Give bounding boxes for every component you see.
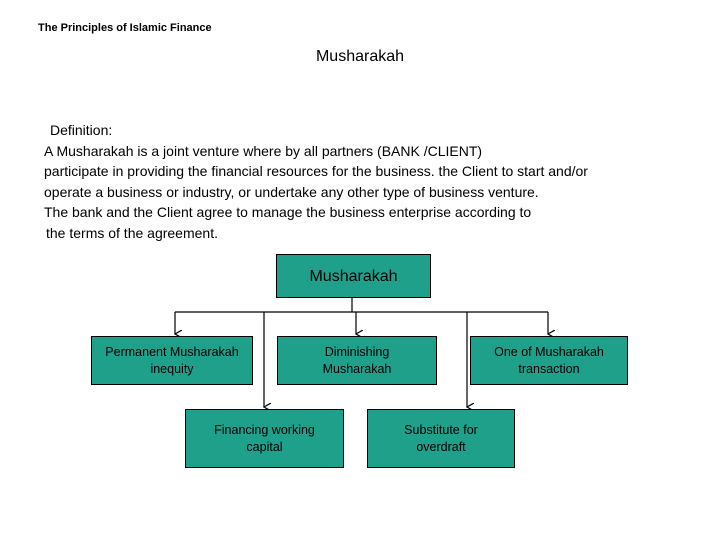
- definition-line: Definition:: [50, 122, 113, 138]
- definition-line: A Musharakah is a joint venture where by…: [44, 142, 483, 159]
- node-label: Financing working capital: [214, 422, 315, 454]
- definition-line: The bank and the Client agree to manage …: [44, 204, 532, 220]
- root-node-musharakah: Musharakah: [276, 254, 431, 298]
- slide-title: Musharakah: [315, 48, 405, 65]
- node-diminishing-musharakah: Diminishing Musharakah: [277, 336, 437, 385]
- node-one-of-musharakah-transaction: One of Musharakah transaction: [470, 336, 628, 385]
- definition-line: the terms of the agreement.: [46, 224, 218, 241]
- header-title: The Principles of Islamic Finance: [38, 22, 212, 34]
- definition-line: participate in providing the financial r…: [44, 163, 588, 179]
- definition-text: Definition: A Musharakah is a joint vent…: [44, 120, 704, 243]
- definition-line: operate a business or industry, or under…: [44, 183, 539, 200]
- node-permanent-musharakah: Permanent Musharakah inequity: [91, 336, 253, 385]
- root-node-label: Musharakah: [309, 267, 398, 285]
- node-label: One of Musharakah transaction: [494, 344, 604, 376]
- node-label: Permanent Musharakah inequity: [105, 344, 239, 376]
- node-financing-working-capital: Financing working capital: [185, 409, 344, 468]
- node-label: Diminishing Musharakah: [322, 344, 392, 376]
- node-label: Substitute for overdraft: [404, 422, 478, 454]
- node-substitute-for-overdraft: Substitute for overdraft: [367, 409, 515, 468]
